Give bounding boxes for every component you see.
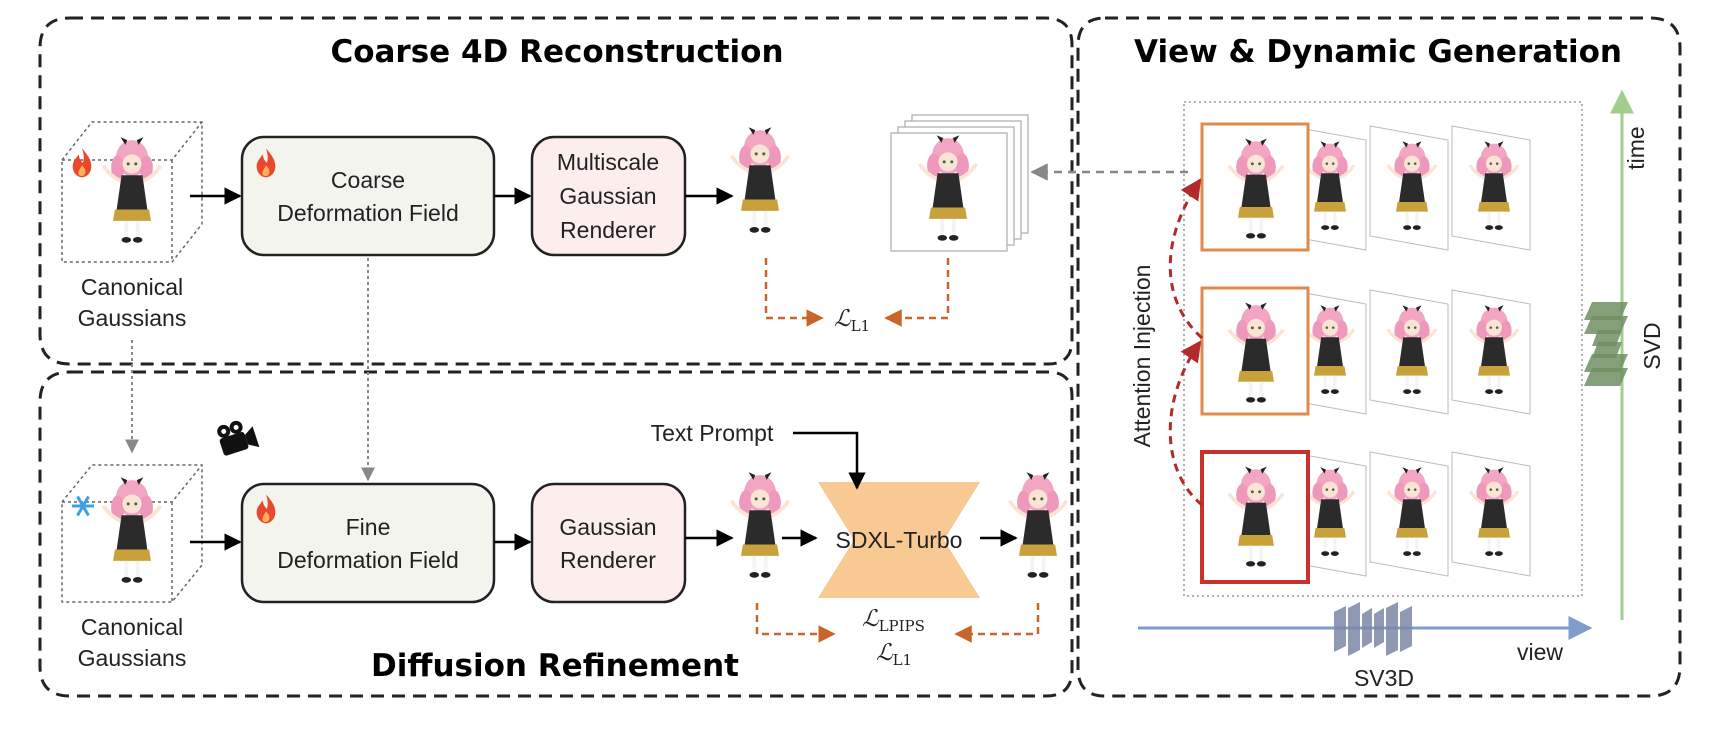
frame-row-1 (1200, 122, 1531, 252)
view-axis-label: view (1517, 639, 1563, 665)
fine-deformation-label-1: Fine (346, 514, 391, 540)
gaussian-renderer-label-1: Gaussian (559, 514, 656, 540)
coarse-deformation-label-2: Deformation Field (277, 200, 459, 226)
canonical-bottom-label-2: Gaussians (78, 645, 187, 671)
sv3d-stack-icon (1334, 602, 1412, 656)
svd-label: SVD (1639, 322, 1665, 369)
svd-stack-icon (1584, 302, 1628, 386)
frame-row-2 (1200, 286, 1531, 416)
gaussian-renderer-label-2: Renderer (560, 547, 656, 573)
sdxl-turbo-label: SDXL-Turbo (836, 527, 963, 553)
reference-frame-stack (890, 114, 1029, 252)
attention-arrow-upper (1168, 178, 1204, 340)
refine-loss-lpips: ℒLPIPS (862, 606, 925, 635)
refine-loss-l1: ℒL1 (876, 640, 912, 669)
diffusion-section-title: Diffusion Refinement (371, 648, 739, 684)
coarse-section-title: Coarse 4D Reconstruction (330, 34, 783, 70)
coarse-section-border (38, 16, 1074, 366)
coarse-deformation-label-1: Coarse (331, 167, 405, 193)
character-figure (101, 135, 163, 245)
loss-arrow-right (884, 258, 950, 327)
refine-loss-arrow-left (755, 603, 836, 643)
canonical-gaussians-bottom-cube (61, 464, 203, 603)
loss-arrow-left (764, 258, 824, 327)
coarse-loss: ℒL1 (834, 306, 870, 335)
arrow-prompt-to-sdxl (793, 431, 866, 490)
rendered-character-top (729, 125, 791, 235)
multiscale-renderer-label-1: Multiscale (557, 149, 659, 175)
attention-injection-label: Attention Injection (1129, 265, 1155, 448)
fine-deformation-label-2: Deformation Field (277, 547, 459, 573)
character-figure (101, 475, 163, 585)
sv3d-label: SV3D (1354, 665, 1414, 691)
fine-deformation-box (240, 482, 496, 604)
refine-loss-arrow-right (954, 603, 1040, 643)
refined-character (1007, 470, 1069, 580)
canonical-gaussians-top-cube (61, 121, 203, 263)
text-prompt-label: Text Prompt (651, 420, 774, 446)
gaussian-renderer-box (530, 482, 687, 604)
snowflake-icon (72, 495, 94, 517)
time-axis-label: time (1623, 126, 1649, 169)
multiscale-renderer-label-2: Gaussian (559, 183, 656, 209)
coarse-deformation-box (240, 135, 496, 257)
multiscale-renderer-label-3: Renderer (560, 217, 656, 243)
generation-section-border (1076, 16, 1682, 698)
flame-icon (72, 148, 92, 178)
canonical-bottom-label-1: Canonical (81, 614, 183, 640)
diffusion-section-border (38, 370, 1074, 698)
attention-arrow-lower (1168, 340, 1203, 507)
canonical-top-label-1: Canonical (81, 274, 183, 300)
sdxl-turbo-block (818, 482, 980, 598)
camera-icon (217, 420, 260, 456)
frame-row-3 (1200, 450, 1531, 584)
rendered-character-bottom (729, 470, 791, 580)
canonical-top-label-2: Gaussians (78, 305, 187, 331)
generation-section-title: View & Dynamic Generation (1134, 34, 1622, 70)
